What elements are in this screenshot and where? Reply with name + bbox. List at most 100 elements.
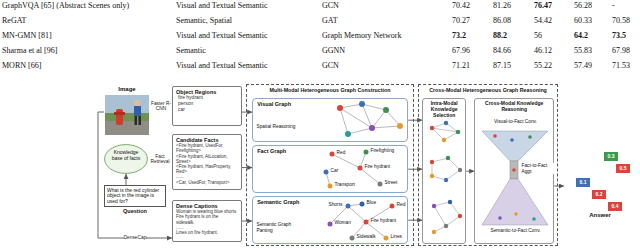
table-cell: 70.42 [452,1,470,10]
graph-box: Visual Graph [252,98,408,142]
answer-area: Answer0.30.50.10.20.4 [564,150,636,222]
node-label: 0.1 [576,180,590,186]
semantic-graph-figure-part [364,220,369,225]
edge-label: Faster R-CNN [150,101,172,112]
node-text: car [176,107,238,113]
node-text: ...... [176,174,238,179]
hourglass-figure-part [493,134,497,138]
visual-graph-figure-part [397,123,403,129]
street-photo-part [105,121,149,135]
table-cell: Visual and Textual Semantic [176,31,267,40]
graph-node-label: Street [384,180,398,186]
semantic-graph-figure-part [384,236,389,241]
flow-arrow [126,174,127,185]
table-cell: 86.08 [493,16,511,25]
hourglass-figure-part [510,138,514,142]
flow-arrow [242,112,252,113]
node-text: <Fire hydrant, UsedFor, Firefighting> [176,143,238,153]
street-photo-part [134,106,141,116]
selected-subgraphs-part [434,202,450,206]
street-photo [105,95,149,135]
operation-label: Semantic-to-Fact Conv. [478,228,553,234]
hourglass-figure-part [512,168,516,172]
hourglass-figure-part [482,131,548,161]
selected-subgraphs-part [432,230,436,234]
table-cell: Sharma et al [96] [2,46,57,55]
table-cell: 81.26 [493,1,511,10]
table-cell: 70.58 [612,16,630,25]
visual-graph-figure-part [372,110,386,128]
graph-node-label: Fire hydrant [364,164,391,170]
street-photo-part [134,100,140,106]
table-cell: Visual and Textual Semantic [176,61,267,70]
visual-graph-figure-part [345,131,351,137]
table-cell: Semantic, Spatial [176,16,232,25]
selected-subgraphs-part [432,128,458,132]
edge-label: DenseCap [124,235,147,240]
node-label: Intra-Modal Knowledge Selection [425,101,463,118]
visual-graph-figure-part [369,125,375,131]
selected-subgraphs-part [430,160,434,164]
selected-subgraphs-part [444,178,448,182]
selected-subgraphs-part [444,121,448,125]
score-box: 0.3 [604,152,618,161]
ellipse-shape [105,145,148,174]
dense-captions-box: Dense CaptionsWoman is wearing blue shor… [172,200,242,242]
table-cell: 87.15 [493,61,511,70]
selected-subgraphs-part [450,202,460,216]
selected-subgraphs-part [456,130,460,134]
knowledge-base-ellipse: Knowledge base of facts [104,144,148,174]
hourglass-figure-part [514,212,518,216]
table-cell: 76.47 [534,1,552,10]
fact-graph-figure-part [378,182,383,187]
fact-graph-figure-part [364,150,369,155]
node-text: Lines on fire hydrant. [176,230,238,235]
graph-node-label: Lines [390,234,402,240]
selected-subgraphs-part [434,206,446,226]
hourglass-figure-part [498,216,502,220]
operation-label: Fact-to-Fact Aggr. [521,163,554,174]
node-text: ...... [176,225,238,230]
tag-label: Spatial Reasoning [256,124,296,130]
table-cell: 56.28 [574,1,592,10]
flow-arrow [98,112,172,238]
fact-graph-figure-part [332,154,360,168]
table-cell: MORN [66] [2,61,41,70]
street-photo-part [139,116,142,125]
visual-graph-figure-part [372,126,400,128]
table-cell: Semantic [176,46,206,55]
step-label: Semantic Graph Parsing [256,222,309,233]
score-box: 0.1 [576,178,590,187]
visual-graph-figure-part [337,105,343,111]
question-box: What is the red cylinder object in the i… [104,185,166,215]
semantic-graph-figure-part [390,204,395,209]
fact-graph-figure-part [360,168,380,184]
graph-node-label: Woman [334,220,351,226]
hourglass-figure-part [532,217,536,221]
hourglass-figure-part [510,161,518,179]
hourglass-figure-part [482,179,548,225]
node-label: 0.3 [604,154,618,160]
node-text: <Car, UsedFor, Transport> [176,180,238,185]
table-cell: GAT [322,16,338,25]
table-cell: ReGAT [2,16,26,25]
fact-graph-figure-part [328,184,333,189]
node-heading: Candidate Facts [176,137,238,143]
score-box: 0.2 [592,190,606,199]
operation-label: Visual-to-Fact Conv. [478,119,553,125]
graph-node-label: Blue [366,200,377,206]
selected-subgraphs-part [444,132,458,140]
table-cell: 60.33 [574,16,592,25]
semantic-graph-figure-part [350,236,355,241]
table-cell: GraphVQA [65] (Abstract Scenes only) [2,1,129,10]
street-photo-part [135,116,138,125]
node-label: 0.4 [608,204,622,210]
hourglass-figure [482,131,548,225]
score-box: 0.5 [616,164,630,173]
node-text: Question [104,208,166,214]
node-text: Fire hydrant is on the sidewalk. [176,214,238,224]
node-text: <Fire hydrant, AtLocation, Street> [176,154,238,164]
selected-subgraphs-part [444,224,448,228]
module-box: Intra-Modal Knowledge Selection [422,98,466,244]
